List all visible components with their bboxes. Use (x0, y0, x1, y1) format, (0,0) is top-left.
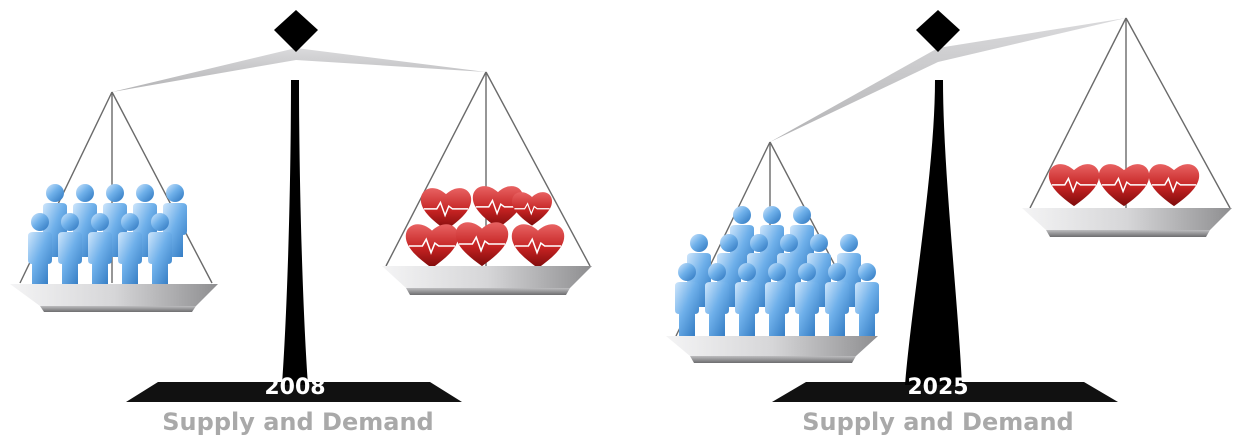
supply-pan (10, 284, 218, 312)
scale-post (282, 80, 308, 385)
year-label: 2008 (264, 375, 325, 400)
pivot-diamond (274, 10, 318, 52)
scale-post (905, 80, 962, 385)
caption-label: Supply and Demand (802, 408, 1073, 436)
people-icon (675, 206, 879, 336)
scale-base (126, 382, 462, 402)
people-icon (28, 184, 187, 286)
scale-base (772, 382, 1118, 402)
demand-pan (382, 266, 592, 295)
pivot-diamond (916, 10, 960, 52)
scale-2008: 2008 Supply and Demand (10, 10, 592, 436)
year-label: 2025 (907, 375, 968, 400)
scale-2025: 2025 Supply and Demand (666, 10, 1232, 436)
heart-pulse-icon (404, 185, 566, 269)
heart-pulse-icon (1048, 163, 1200, 207)
caption-label: Supply and Demand (162, 408, 433, 436)
scale-beam (112, 48, 486, 92)
demand-pan (1022, 208, 1232, 237)
supply-pan (666, 336, 878, 363)
